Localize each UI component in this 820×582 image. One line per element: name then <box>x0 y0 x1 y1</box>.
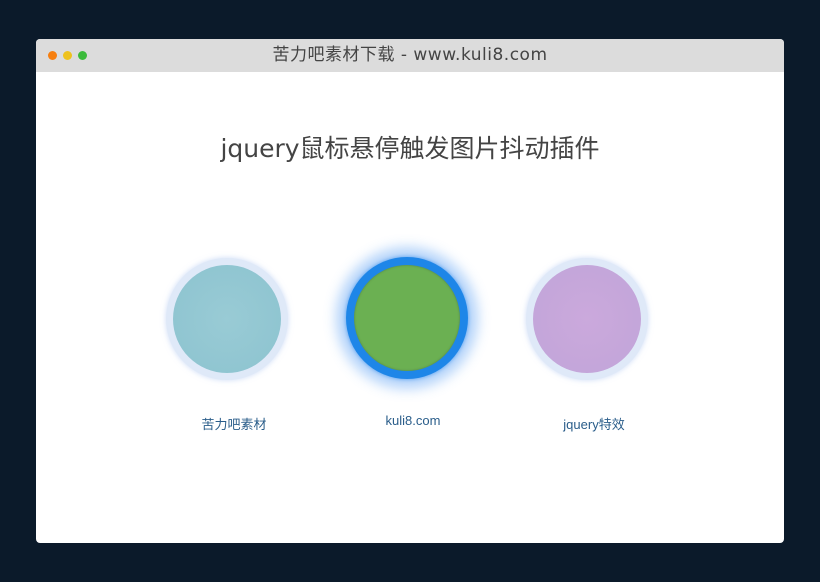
image-caption[interactable]: 苦力吧素材 <box>201 417 267 432</box>
image-frame[interactable] <box>166 258 288 380</box>
title-bar: 苦力吧素材下载 - www.kuli8.com <box>36 39 784 72</box>
minimize-button[interactable] <box>63 51 72 60</box>
close-button[interactable] <box>48 51 57 60</box>
page-title: jquery鼠标悬停触发图片抖动插件 <box>220 134 600 163</box>
image-caption[interactable]: jquery特效 <box>563 417 625 432</box>
image-frame[interactable] <box>526 258 648 380</box>
circle-image[interactable] <box>354 265 460 371</box>
image-caption[interactable]: kuli8.com <box>385 413 441 428</box>
circle-image[interactable] <box>173 265 281 373</box>
circle-image[interactable] <box>533 265 641 373</box>
maximize-button[interactable] <box>78 51 87 60</box>
window-title: 苦力吧素材下载 - www.kuli8.com <box>272 45 548 65</box>
image-frame[interactable] <box>346 257 468 379</box>
browser-window: 苦力吧素材下载 - www.kuli8.com jquery鼠标悬停触发图片抖动… <box>36 39 784 543</box>
